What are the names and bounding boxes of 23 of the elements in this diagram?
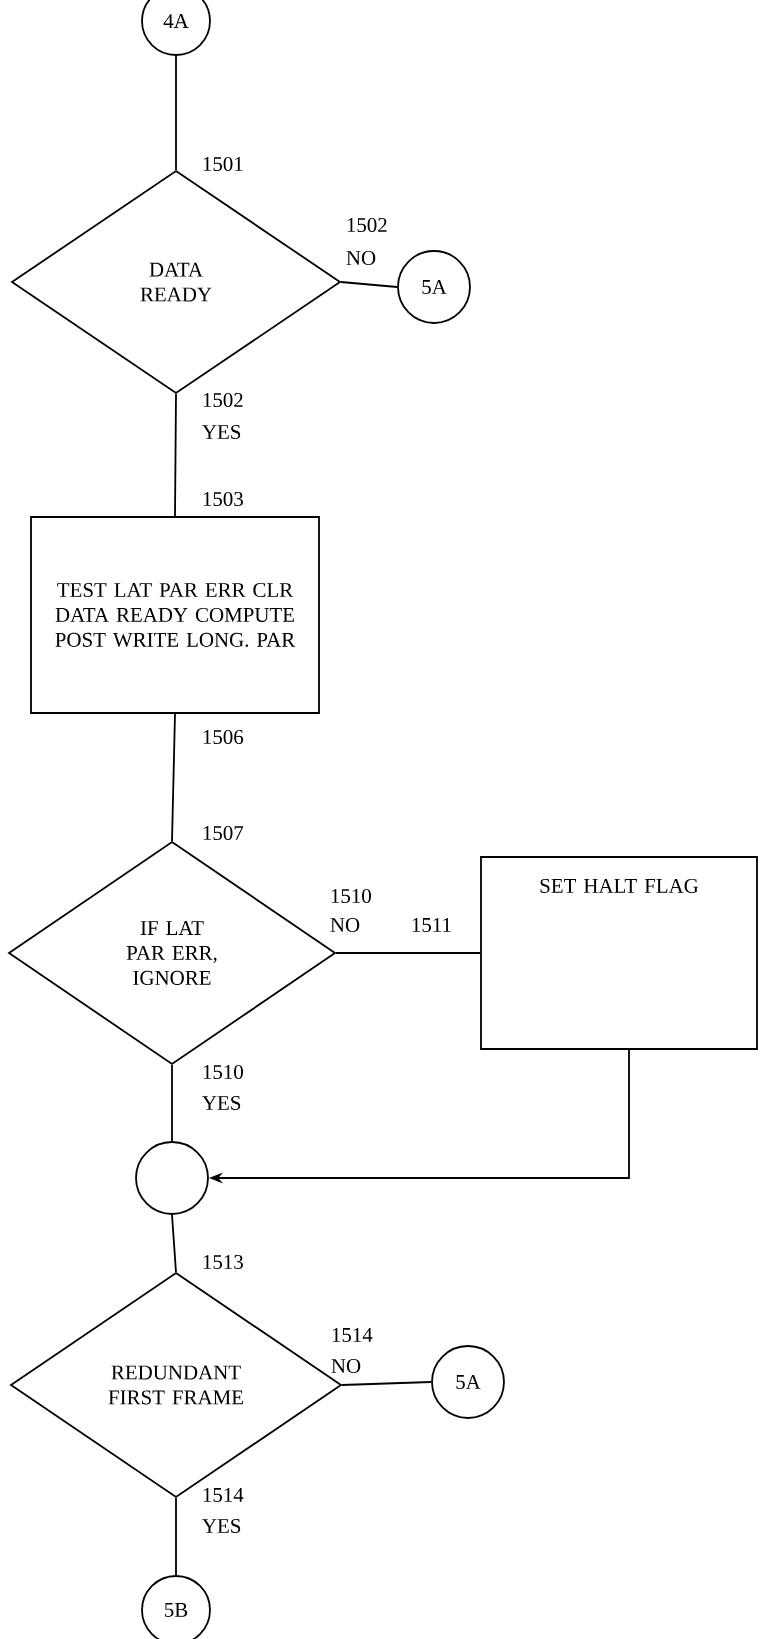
connector-line (171, 713, 176, 842)
step-number: 1511 (412, 918, 451, 932)
connector-line (175, 55, 177, 171)
step-number: 1513 (203, 1254, 243, 1270)
step-number: 1502 (203, 392, 243, 408)
step-number: YES (202, 1518, 241, 1534)
junction-circle (135, 1141, 209, 1215)
connector-line (171, 1064, 173, 1142)
step-number: YES (202, 425, 241, 440)
process-box: TEST LAT PAR ERR CLR DATA READY COMPUTE POST WRITE LONG. PAR (30, 516, 320, 714)
connector-line (175, 1497, 177, 1576)
process-box: SET HALT FLAG (480, 856, 758, 1050)
connector-line (335, 952, 481, 954)
step-number: NO (331, 1358, 361, 1374)
step-number: 1502 (347, 217, 387, 233)
connector-line (171, 1214, 177, 1273)
connector-line (340, 281, 398, 288)
step-number: YES (202, 1095, 241, 1111)
step-number: NO (346, 251, 376, 266)
connector-line (174, 393, 177, 517)
connector-line (341, 1381, 432, 1386)
step-number: 1514 (332, 1328, 373, 1342)
step-number: 1514 (203, 1488, 244, 1502)
